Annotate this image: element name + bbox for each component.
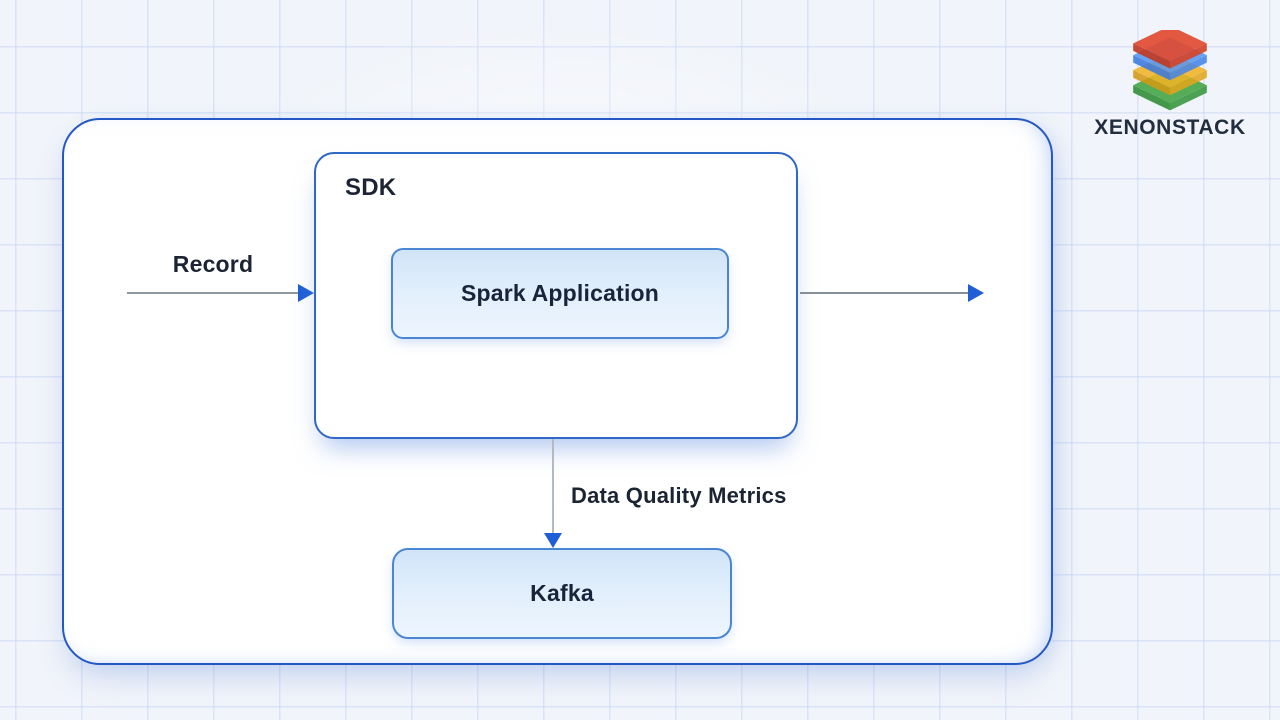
brand-logo: XENONSTACK bbox=[1086, 30, 1254, 140]
edge-label-record: Record bbox=[172, 251, 254, 277]
kafka-node: Kafka bbox=[392, 548, 732, 639]
edge-label-data-quality-metrics: Data Quality Metrics bbox=[571, 483, 787, 508]
sdk-box-label: SDK bbox=[345, 174, 397, 201]
output-arrow-line bbox=[800, 292, 968, 294]
kafka-label: Kafka bbox=[530, 580, 594, 606]
record-arrow-line bbox=[127, 292, 299, 294]
metrics-arrow-line bbox=[552, 439, 554, 535]
metrics-arrowhead-icon bbox=[544, 533, 562, 548]
output-arrowhead-icon bbox=[968, 284, 984, 302]
brand-name: XENONSTACK bbox=[1094, 116, 1246, 139]
spark-application-node: Spark Application bbox=[391, 248, 729, 339]
spark-application-label: Spark Application bbox=[460, 280, 660, 306]
xenonstack-layers-icon bbox=[1133, 30, 1207, 111]
record-arrowhead-icon bbox=[298, 284, 314, 302]
